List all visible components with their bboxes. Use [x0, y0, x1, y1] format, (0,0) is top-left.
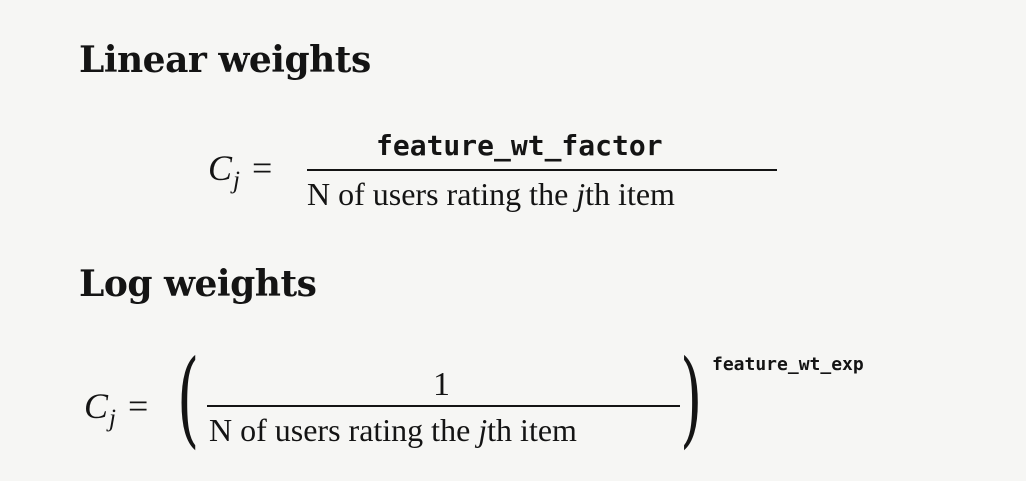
- linear-denominator-variable: j: [576, 176, 586, 212]
- log-left-parenthesis: (: [177, 337, 200, 459]
- linear-fraction-bar: [307, 169, 777, 171]
- log-fraction-bar: [207, 405, 680, 407]
- section-title-linear-weights: Linear weights: [79, 39, 371, 81]
- log-lhs-variable: C: [84, 386, 109, 426]
- section-title-log-weights: Log weights: [79, 263, 317, 305]
- log-equation-lhs: Cj =: [84, 386, 149, 431]
- linear-lhs-variable: C: [208, 148, 233, 188]
- linear-denominator-prefix: N of users rating the: [307, 176, 577, 212]
- linear-equation-lhs: Cj =: [208, 148, 273, 193]
- log-lhs-subscript: j: [109, 405, 116, 432]
- log-numerator: 1: [433, 366, 450, 403]
- linear-denominator-suffix: th item: [585, 176, 675, 212]
- log-right-parenthesis: ): [680, 337, 703, 459]
- linear-equals-sign: =: [251, 148, 273, 188]
- linear-denominator: N of users rating the jth item: [307, 178, 675, 210]
- log-denominator-variable: j: [478, 412, 488, 448]
- log-denominator: N of users rating the jth item: [209, 414, 577, 446]
- log-denominator-suffix: th item: [487, 412, 577, 448]
- log-equals-sign: =: [127, 386, 149, 426]
- log-exponent: feature_wt_exp: [712, 354, 864, 375]
- linear-lhs-subscript: j: [233, 167, 240, 194]
- linear-numerator: feature_wt_factor: [376, 129, 663, 162]
- log-denominator-prefix: N of users rating the: [209, 412, 479, 448]
